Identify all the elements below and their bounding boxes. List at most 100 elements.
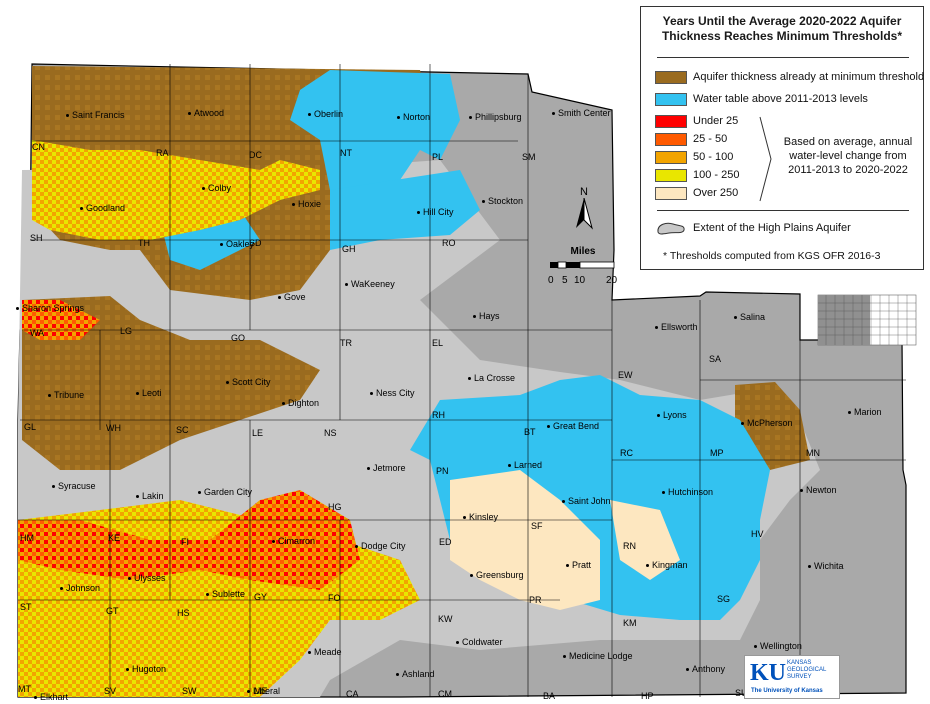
- county-code: RA: [156, 148, 169, 158]
- county-code: LG: [120, 326, 133, 336]
- city-label: Gove: [278, 292, 306, 302]
- county-code: SU: [735, 688, 748, 698]
- scale-tick: 20: [606, 275, 618, 286]
- county-code: HG: [328, 502, 342, 512]
- logo-line: GEOLOGICAL: [787, 667, 827, 673]
- city-label: Jetmore: [367, 463, 406, 473]
- city-label: Wichita: [808, 561, 844, 571]
- county-code: SM: [522, 152, 536, 162]
- county-code: RH: [432, 410, 445, 420]
- city-label: Dighton: [282, 398, 319, 408]
- city-label: Johnson: [60, 583, 100, 593]
- city-label: Syracuse: [52, 481, 96, 491]
- county-code: CA: [346, 689, 359, 699]
- county-code: SC: [176, 425, 189, 435]
- legend-swatch-blue: [655, 93, 687, 106]
- county-code: HS: [177, 608, 190, 618]
- county-code: BA: [543, 691, 556, 701]
- legend-title-line: Years Until the Average 2020-2022 Aquife…: [662, 14, 902, 28]
- county-code: WA: [30, 328, 45, 338]
- county-code: NT: [340, 148, 352, 158]
- north-arrow: N: [572, 186, 596, 232]
- scale-bar: Miles 0 5 10 20: [548, 246, 618, 291]
- city-label: Wellington: [754, 641, 802, 651]
- blue-zone-north: [290, 70, 460, 200]
- legend-item-label: 100 - 250: [693, 169, 740, 181]
- scale-bar-title: Miles: [570, 246, 596, 257]
- city-label: Lakin: [136, 491, 164, 501]
- logo-line: SURVEY: [787, 674, 812, 680]
- legend-bracket-note: water-level change from: [789, 150, 907, 162]
- city-label: McPherson: [741, 418, 793, 428]
- city-label: Anthony: [686, 664, 725, 674]
- city-label: Elkhart: [34, 692, 68, 702]
- brown-zone-west: [22, 296, 320, 470]
- county-code: LE: [252, 428, 264, 438]
- city-label: Smith Center: [552, 108, 611, 118]
- county-code: CN: [32, 142, 45, 152]
- county-code: DC: [249, 150, 262, 160]
- city-label: Salina: [734, 312, 765, 322]
- city-label: Hoxie: [292, 199, 321, 209]
- county-code: EW: [618, 370, 633, 380]
- city-label: Stockton: [482, 196, 523, 206]
- city-label: Hugoton: [126, 664, 166, 674]
- city-label: Leoti: [136, 388, 162, 398]
- aquifer-extent-icon: [657, 222, 685, 235]
- city-label: Saint John: [562, 496, 611, 506]
- city-label: Ellsworth: [655, 322, 698, 332]
- county-code: MT: [18, 684, 31, 694]
- county-code: SG: [717, 594, 731, 604]
- county-code: GL: [24, 422, 37, 432]
- county-code: SA: [709, 354, 722, 364]
- city-label: Great Bend: [547, 421, 599, 431]
- county-code: HV: [751, 529, 764, 539]
- city-label: Hutchinson: [662, 487, 713, 497]
- city-label: Tribune: [48, 390, 84, 400]
- city-label: Ulysses: [128, 573, 166, 583]
- city-label: Ashland: [396, 669, 435, 679]
- city-label: Greensburg: [470, 570, 524, 580]
- legend-bracket-note: Based on average, annual: [783, 136, 913, 148]
- city-label: Pratt: [566, 560, 591, 570]
- legend-swatch-brown: [655, 71, 687, 84]
- county-lines: [18, 64, 906, 697]
- county-code: MN: [806, 448, 820, 458]
- kgs-logo: KU KANSAS GEOLOGICAL SURVEY The Universi…: [744, 655, 840, 699]
- county-code: ED: [439, 537, 452, 547]
- city-label: Phillipsburg: [469, 112, 522, 122]
- county-code: GO: [231, 333, 246, 343]
- city-label: Medicine Lodge: [563, 651, 633, 661]
- legend-swatch-orange: [655, 151, 687, 164]
- city-label: Hill City: [417, 207, 454, 217]
- county-code: PN: [436, 466, 449, 476]
- city-label: Larned: [508, 460, 542, 470]
- city-label: Meade: [308, 647, 342, 657]
- city-label: Newton: [800, 485, 837, 495]
- legend-item-label: Under 25: [693, 115, 739, 127]
- county-code: KW: [438, 614, 453, 624]
- scale-tick: 10: [574, 275, 586, 286]
- city-label: WaKeeney: [345, 279, 395, 289]
- city-label: Dodge City: [355, 541, 406, 551]
- county-code: PR: [529, 595, 542, 605]
- legend-divider: [657, 210, 909, 211]
- city-label: Liberal: [247, 686, 280, 696]
- scale-tick: 0: [548, 275, 554, 286]
- north-label: N: [580, 186, 588, 198]
- legend-item-label: Aquifer thickness already at minimum thr…: [693, 71, 925, 83]
- city-label: Kingman: [646, 560, 688, 570]
- city-label: Colby: [202, 183, 231, 193]
- legend-item-label: Water table above 2011-2013 levels: [693, 93, 868, 105]
- county-code: GT: [106, 606, 119, 616]
- county-code: CM: [438, 689, 452, 699]
- county-code: TR: [340, 338, 352, 348]
- county-code: NS: [324, 428, 337, 438]
- yellow-zone-nw: [32, 140, 320, 240]
- ku-mark: KU: [750, 660, 786, 686]
- county-code: FI: [181, 537, 189, 547]
- city-label: Garden City: [198, 487, 252, 497]
- legend-item-label: 25 - 50: [693, 133, 728, 145]
